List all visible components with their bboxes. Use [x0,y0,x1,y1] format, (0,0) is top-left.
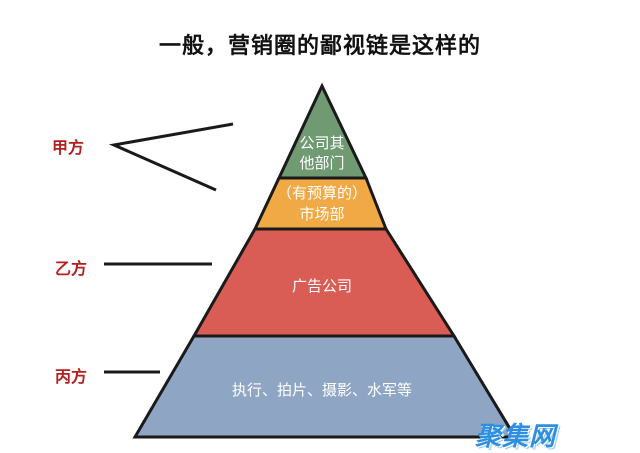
jia-pointer-lines [108,122,234,192]
tier-top-text: 公司其 他部门 [272,133,372,173]
diagram-title: 一般，营销圈的鄙视链是这样的 [158,34,481,59]
label-yi: 乙方 [55,259,88,278]
watermark-logo: 聚集网 [474,422,556,452]
tier-top-line1: 公司其 [299,134,345,152]
tier-agency-text: 广告公司 [291,277,352,295]
tier-marketing-text: （有预算的） 市场部 [262,183,382,225]
tier-execution-shape [132,334,518,439]
tier-marketing-line1: （有预算的） [276,184,367,202]
label-bing: 丙方 [55,367,88,386]
tier-marketing-line2: 市场部 [299,205,345,223]
tier-top-line2: 他部门 [299,154,345,172]
tier-execution-text: 执行、拍片、摄影、水军等 [231,381,412,399]
label-jia: 甲方 [52,138,85,157]
